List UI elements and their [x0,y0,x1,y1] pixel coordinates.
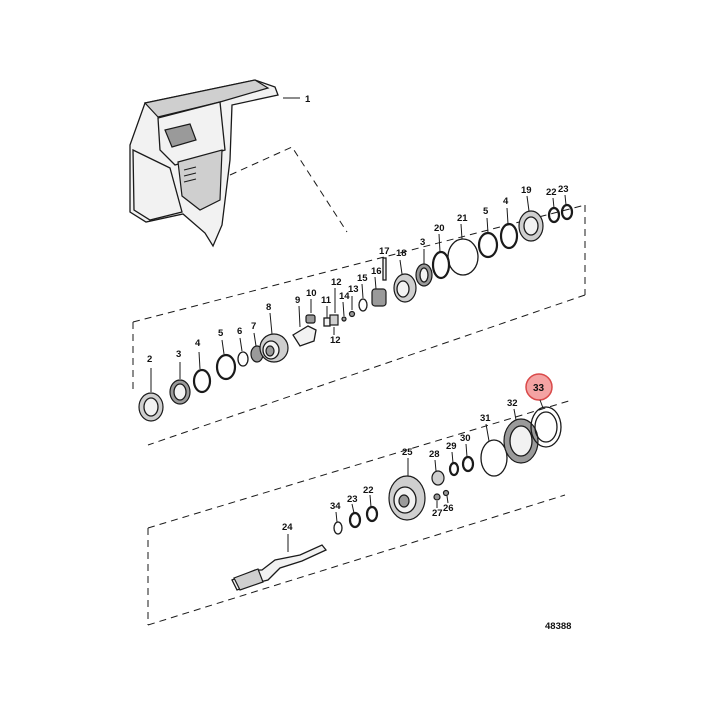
callout-label: 8 [266,302,271,313]
callout-label: 9 [295,295,300,306]
callout-label: 15 [357,273,368,284]
callout-label: 23 [558,184,569,195]
callout-label: 22 [363,485,374,496]
callout-label: 29 [446,441,457,452]
callout-label: 3 [420,237,425,248]
callout-label: 13 [348,284,359,295]
gear-housing: 1 [129,79,311,248]
callout-label: 4 [195,338,201,349]
highlight-callout-marker[interactable] [525,373,553,401]
callout-label: 34 [330,501,341,512]
figure-number: 48388 [545,621,571,632]
callout-label: 2 [147,354,152,365]
callout-label: 28 [429,449,440,460]
callout-label: 22 [546,187,557,198]
callout-label: 14 [339,291,350,302]
callout-label: 7 [251,321,256,332]
callout-label: 12 [330,335,341,346]
callout-label: 6 [237,326,242,337]
callout-label: 4 [503,196,509,207]
callout-label: 20 [434,223,445,234]
callout-label: 3 [176,349,181,360]
callout-label: 32 [507,398,518,409]
callout-label: 16 [371,266,382,277]
callout-label: 21 [457,213,468,224]
callout-label: 1 [305,94,311,105]
callout-label: 17 [379,246,390,257]
callout-label: 5 [483,206,489,217]
callout-label: 10 [306,288,317,299]
upper-parts-row: 2 3 4 5 6 7 8 9 10 [138,184,574,422]
callout-label: 12 [331,277,342,288]
highlighted-callout-label: 33 [533,383,545,394]
callout-label: 18 [396,248,407,259]
callout-label: 25 [402,447,413,458]
callout-label: 23 [347,494,358,505]
callout-label: 11 [321,295,332,306]
callout-label: 27 [432,508,443,519]
callout-label: 19 [521,185,532,196]
callout-label: 24 [282,522,293,533]
callout-label: 30 [460,433,471,444]
callout-label: 5 [218,328,224,339]
lower-parts-row: 24 34 23 22 25 27 26 28 29 [231,373,562,591]
callout-label: 26 [443,503,454,514]
callout-label: 31 [480,413,491,424]
